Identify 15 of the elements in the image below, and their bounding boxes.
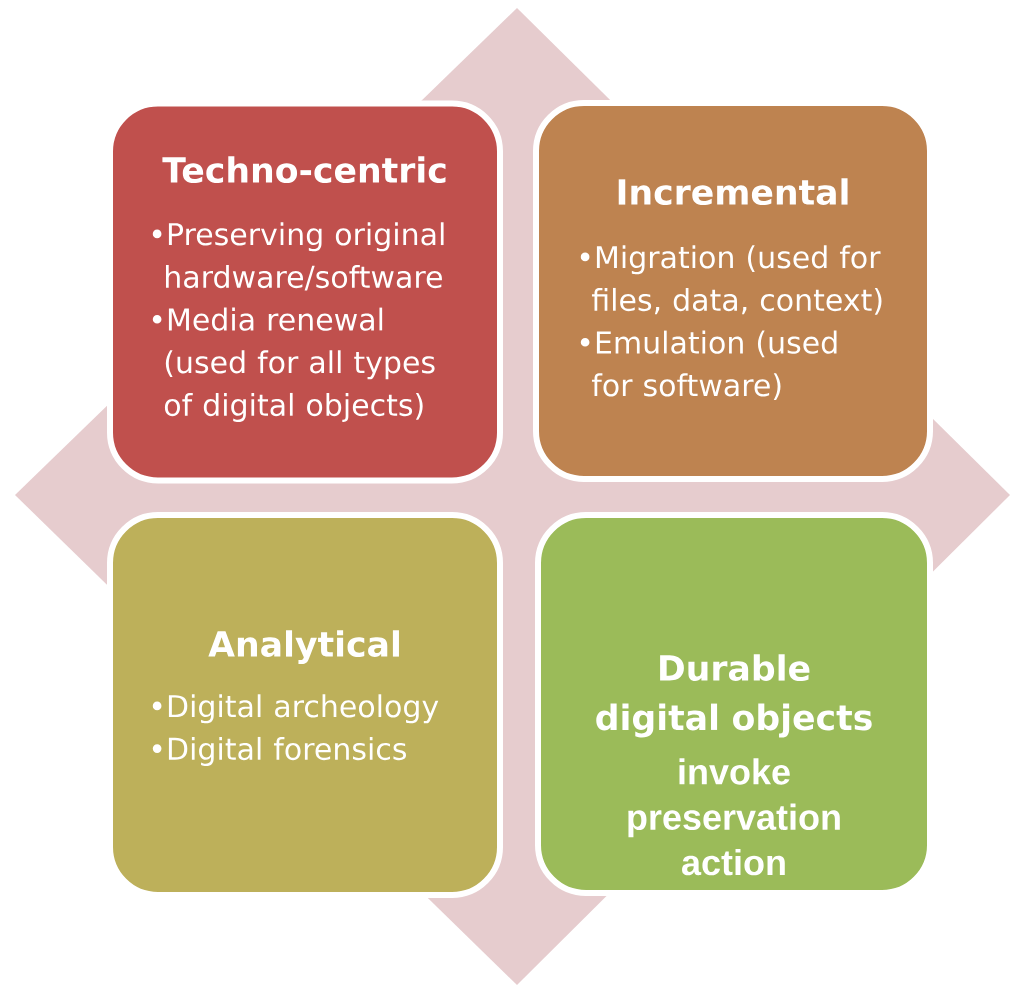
bullet-item: •Media renewal (used for all types of digital objects) bbox=[152, 307, 435, 422]
box-heading: Durable digital objects bbox=[596, 654, 872, 738]
box-heading: Analytical bbox=[208, 630, 399, 665]
box-heading: Techno-centric bbox=[162, 156, 446, 184]
bullet-item: •Digital archeology bbox=[152, 694, 439, 724]
bullet-item: •Emulation (used for software) bbox=[580, 330, 837, 400]
rounded-box bbox=[533, 100, 933, 482]
bullet-item: •Digital forensics bbox=[152, 736, 406, 766]
rounded-box bbox=[107, 100, 503, 484]
bullet-item: •Migration (used for files, data, context) bbox=[580, 245, 882, 315]
bullet-item: •Preserving original hardware/software bbox=[152, 222, 444, 291]
rounded-box bbox=[107, 512, 503, 898]
rounded-box bbox=[535, 512, 933, 896]
body-text: invoke preservation action bbox=[628, 758, 840, 876]
box-heading: Incremental bbox=[618, 178, 848, 206]
